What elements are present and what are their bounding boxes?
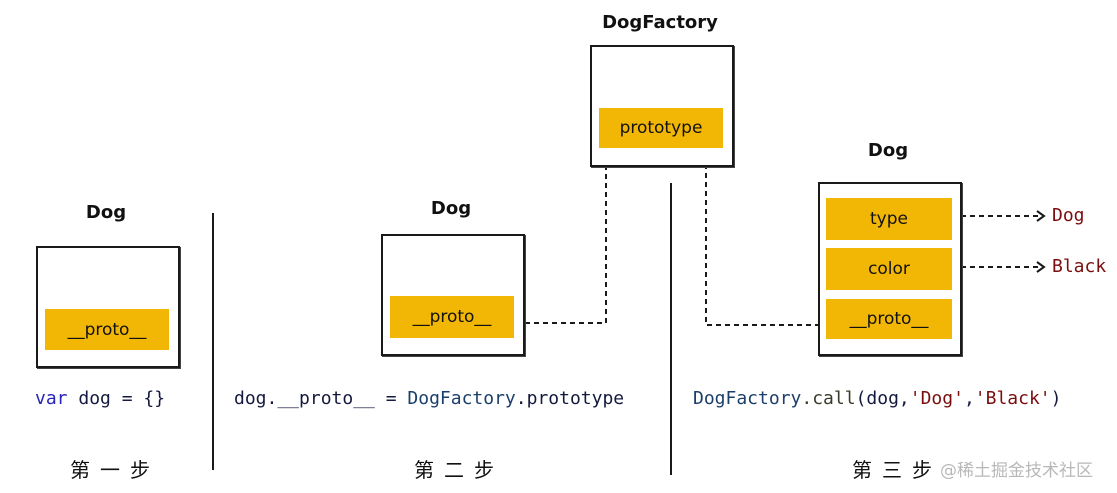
step3-proto-to-prototype-line (705, 156, 820, 326)
step1-code-keyword: var (35, 388, 68, 409)
arrowhead-type (1036, 210, 1046, 222)
step3-type-field: type (826, 198, 952, 240)
step1-code: var dog = {} (35, 388, 165, 409)
step3-color-field: color (826, 248, 952, 290)
factory-prototype-field: prototype (599, 108, 723, 148)
step3-code-comma: , (963, 388, 975, 409)
step3-proto-field: __proto__ (826, 299, 952, 339)
step3-code-class: DogFactory (693, 388, 802, 409)
step3-code-arg2: 'Black' (974, 388, 1051, 409)
step3-code: DogFactory.call(dog,'Dog','Black') (693, 388, 1061, 409)
step1-dog-object: __proto__ (36, 246, 180, 368)
step2-code-rhs: .prototype (515, 388, 625, 409)
step3-label: 第三步 (852, 458, 942, 482)
step2-dog-object: __proto__ (381, 234, 525, 356)
step2-label: 第二步 (414, 458, 504, 482)
step-divider-2 (670, 183, 672, 475)
step2-code: dog.__proto__ = DogFactory.prototype (234, 388, 624, 409)
step2-proto-to-prototype-line (516, 156, 607, 324)
step3-object-title: Dog (867, 140, 909, 161)
color-value: Black (1052, 256, 1107, 277)
step3-dog-object: type color __proto__ (818, 182, 962, 356)
type-value: Dog (1052, 205, 1085, 226)
step1-code-rest: dog = {} (67, 388, 166, 409)
step2-object-title: Dog (430, 198, 472, 219)
arrowhead-color (1036, 261, 1046, 273)
step2-code-lhs: dog.__proto__ = (234, 388, 408, 409)
step2-code-class: DogFactory (407, 388, 516, 409)
step1-label: 第一步 (70, 458, 160, 482)
step3-code-arg1: 'Dog' (909, 388, 964, 409)
dogfactory-object: prototype (590, 45, 734, 167)
step3-code-close: ) (1050, 388, 1062, 409)
step1-object-title: Dog (85, 202, 127, 223)
step-divider-1 (212, 213, 214, 470)
step2-proto-field: __proto__ (390, 296, 514, 338)
step3-code-args-open: (dog, (855, 388, 910, 409)
factory-title: DogFactory (602, 12, 718, 33)
step1-proto-field: __proto__ (45, 309, 169, 350)
watermark: @稀土掘金技术社区 (940, 461, 1093, 481)
step3-code-fn: .call (801, 388, 856, 409)
